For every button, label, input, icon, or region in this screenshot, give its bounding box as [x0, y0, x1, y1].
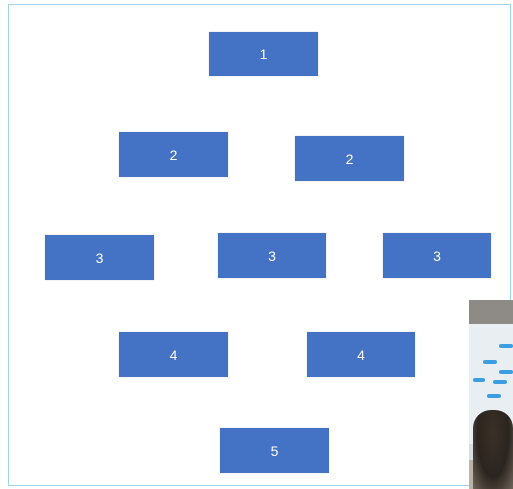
box-label: 4	[357, 348, 365, 362]
box-label: 4	[170, 348, 178, 362]
box-level-1[interactable]: 1	[209, 32, 318, 76]
box-level-2-right[interactable]: 2	[295, 136, 404, 181]
box-level-5[interactable]: 5	[220, 428, 329, 473]
webcam-wall-marking	[487, 394, 501, 398]
webcam-wall-marking	[493, 380, 507, 384]
box-level-3-left[interactable]: 3	[45, 235, 154, 280]
webcam-wall-marking	[499, 370, 513, 374]
webcam-wall-marking	[473, 378, 485, 382]
box-label: 1	[260, 47, 268, 61]
box-level-4-right[interactable]: 4	[307, 332, 415, 377]
box-level-3-right[interactable]: 3	[383, 233, 491, 278]
webcam-video-icon	[469, 300, 513, 489]
box-label: 3	[268, 249, 276, 263]
box-label: 2	[170, 148, 178, 162]
webcam-wall-marking	[483, 360, 497, 364]
slide-canvas: 1 2 2 3 3 3 4 4 5	[8, 4, 511, 486]
box-label: 5	[271, 444, 279, 458]
box-label: 3	[433, 249, 441, 263]
webcam-ceiling	[469, 300, 513, 324]
box-level-3-center[interactable]: 3	[218, 233, 326, 278]
box-label: 2	[346, 152, 354, 166]
box-level-4-left[interactable]: 4	[119, 332, 228, 377]
box-level-2-left[interactable]: 2	[119, 132, 228, 177]
webcam-person	[473, 410, 513, 489]
webcam-wall-marking	[499, 344, 513, 348]
box-label: 3	[96, 251, 104, 265]
